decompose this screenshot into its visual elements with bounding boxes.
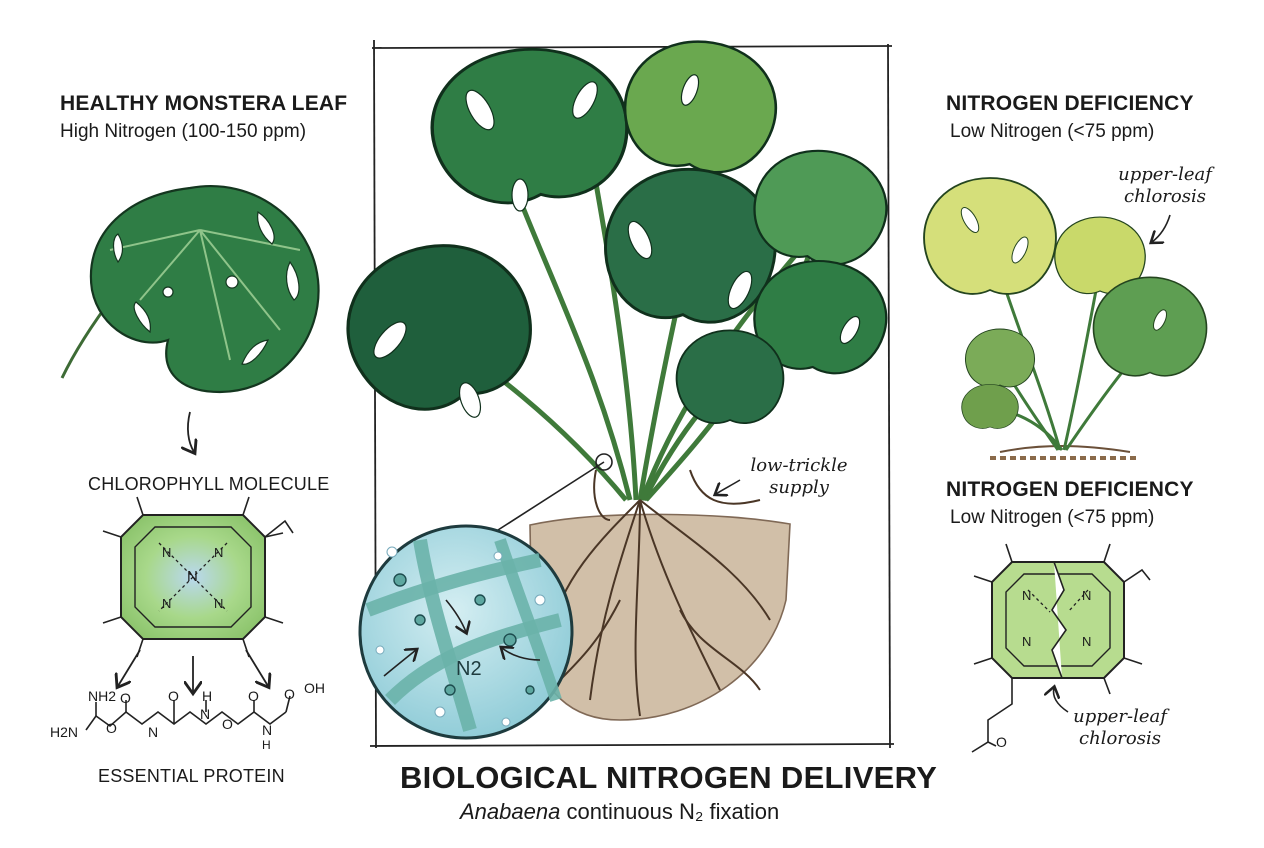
protein-atom: O: [248, 688, 259, 704]
protein-atom: O: [168, 688, 179, 704]
protein-atom: O: [222, 716, 233, 732]
arrows-molecule-to-protein: [118, 649, 268, 692]
deficiency-subtitle-top: Low Nitrogen (<75 ppm): [950, 121, 1155, 142]
molecule-atom: N: [1082, 588, 1092, 603]
protein-atom: O: [120, 690, 131, 706]
protein-atom: OH: [304, 680, 325, 696]
annotation-arrow-bottom-chlorosis: [1054, 688, 1069, 713]
anabaena-magnifier: [358, 524, 574, 740]
deficient-monstera-plant: [923, 177, 1208, 460]
chlorophyll-ring-atom: N: [214, 596, 224, 611]
main-title: BIOLOGICAL NITROGEN DELIVERY: [400, 760, 938, 795]
protein-atom: H: [202, 688, 213, 704]
main-caption: Anabaena continuous N₂ fixation: [460, 799, 779, 825]
protein-atom: N: [200, 706, 211, 722]
note-line: chlorosis: [1124, 186, 1206, 207]
deficiency-title-top: NITROGEN DEFICIENCY: [946, 92, 1194, 115]
molecule-atom: O: [996, 734, 1007, 750]
degraded-chlorophyll-diagram: [971, 543, 1151, 753]
note-line: upper-leaf: [1118, 164, 1212, 185]
deficiency-title-bottom: NITROGEN DEFICIENCY: [946, 478, 1194, 501]
chlorophyll-ring-atom: N: [162, 596, 172, 611]
magnifier-focus-point: [595, 453, 613, 471]
organism-name: Anabaena: [460, 799, 561, 824]
molecule-atom: N: [1022, 634, 1032, 649]
leaf-fenestrations: [373, 74, 861, 418]
note-line: upper-leaf: [1073, 706, 1167, 727]
protein-atom: N: [148, 724, 159, 740]
chlorophyll-ring-atom: N: [162, 545, 172, 560]
healthy-monstera-leaf-illustration: [60, 185, 320, 394]
essential-protein-chain: [85, 695, 291, 731]
low-trickle-supply-note: low-trickle supply: [734, 455, 864, 499]
healthy-leaf-subtitle: High Nitrogen (100-150 ppm): [60, 121, 307, 142]
chlorophyll-molecule-diagram: [102, 496, 294, 658]
arrow-leaf-to-molecule: [188, 411, 194, 452]
deficiency-subtitle-bottom: Low Nitrogen (<75 ppm): [950, 507, 1155, 528]
n2-label: N2: [456, 658, 482, 680]
note-line: chlorosis: [1079, 728, 1161, 749]
annotation-arrow-top-chlorosis: [1152, 214, 1171, 242]
chlorophyll-ring-atom: N: [214, 545, 224, 560]
protein-atom: O: [284, 686, 295, 702]
protein-atom: H2N: [50, 724, 79, 740]
caption-text: continuous N₂ fixation: [566, 799, 780, 824]
protein-atom: N: [262, 722, 273, 738]
protein-atom: H: [262, 738, 271, 752]
bottom-chlorosis-note: upper-leaf chlorosis: [1050, 706, 1190, 750]
chlorophyll-center-atom: N: [187, 568, 198, 585]
note-line: supply: [769, 477, 829, 498]
root-system: [547, 469, 771, 717]
molecule-atom: N: [1022, 588, 1032, 603]
central-monstera-leaves: [322, 29, 901, 429]
essential-protein-label: ESSENTIAL PROTEIN: [98, 766, 285, 786]
molecule-atom: N: [1082, 634, 1092, 649]
protein-atom: O: [106, 720, 117, 736]
top-chlorosis-note: upper-leaf chlorosis: [1100, 164, 1230, 208]
note-line: low-trickle: [750, 455, 848, 476]
protein-atom: NH2: [88, 688, 117, 704]
annotation-arrow-low-trickle: [716, 479, 741, 494]
chlorophyll-molecule-label: CHLOROPHYLL MOLECULE: [88, 474, 330, 494]
healthy-leaf-title: HEALTHY MONSTERA LEAF: [60, 92, 348, 115]
